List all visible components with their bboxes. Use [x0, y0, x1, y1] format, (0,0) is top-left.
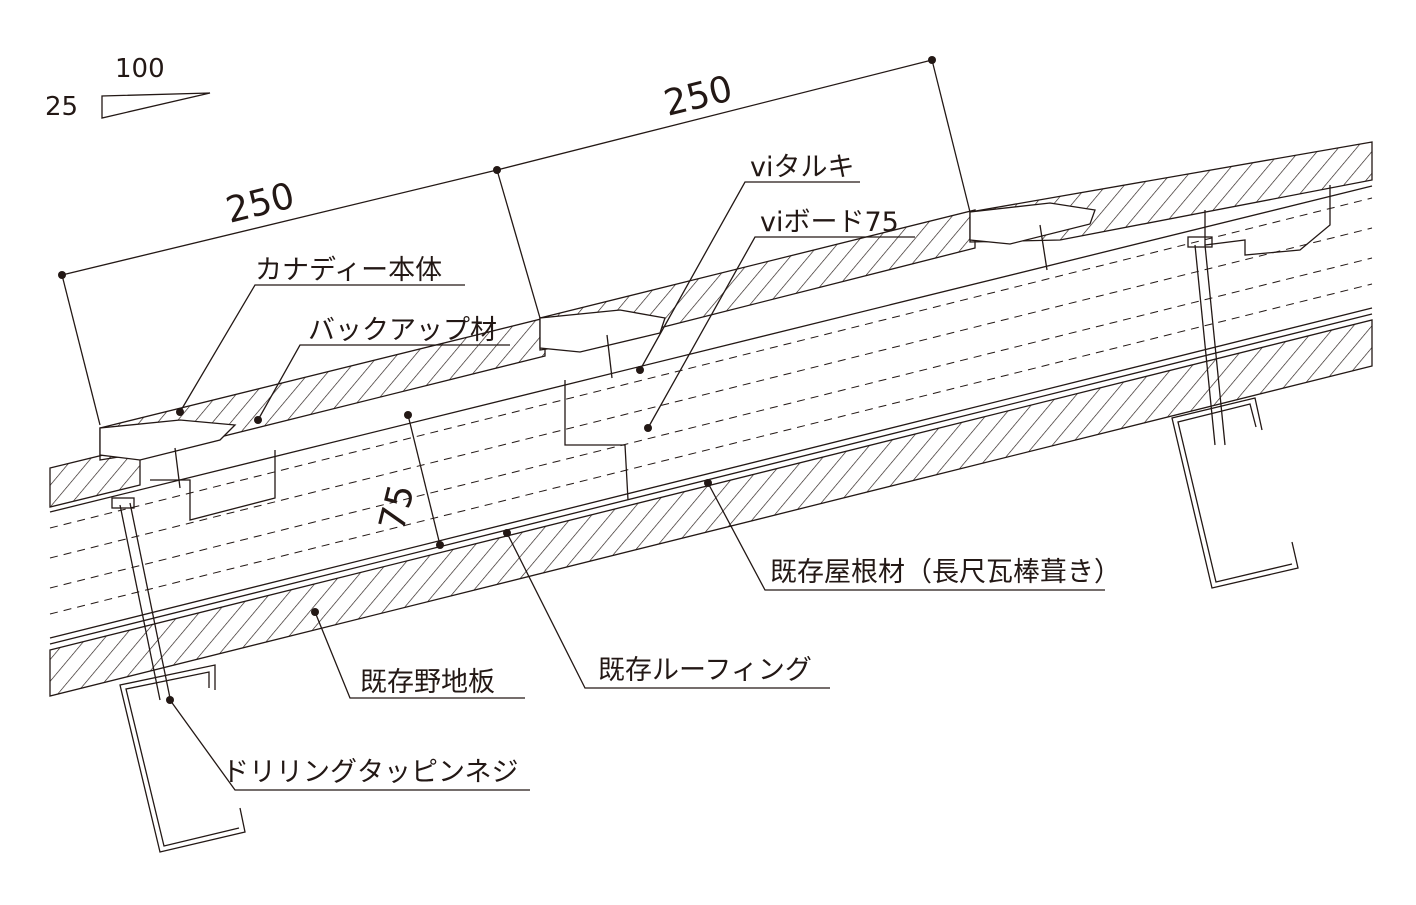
purlin-right [1171, 397, 1299, 589]
label-vi-rafter: viタルキ [750, 152, 855, 183]
screw-right [1187, 236, 1226, 446]
scale-rise: 25 [45, 92, 79, 122]
existing-sheathing [49, 319, 1373, 697]
clip [99, 419, 237, 461]
label-panel-body: カナディー本体 [255, 255, 443, 286]
label-backup: バックアップ材 [308, 315, 497, 346]
label-vi-board: viボード75 [760, 207, 899, 238]
dimension-line [496, 59, 933, 171]
clip [969, 202, 1096, 245]
scale-run: 100 [115, 54, 165, 84]
screw-left [111, 497, 171, 701]
slope-triangle [101, 92, 211, 119]
clip [539, 309, 666, 353]
label-existing-roofing: 既存ルーフィング [598, 655, 812, 686]
label-existing-roof: 既存屋根材（長尺瓦棒葺き） [770, 557, 1121, 588]
label-existing-sheathing: 既存野地板 [360, 667, 495, 698]
label-screw: ドリリングタッピンネジ [222, 757, 519, 788]
purlin-left [119, 664, 246, 853]
dimension-line [61, 169, 498, 276]
